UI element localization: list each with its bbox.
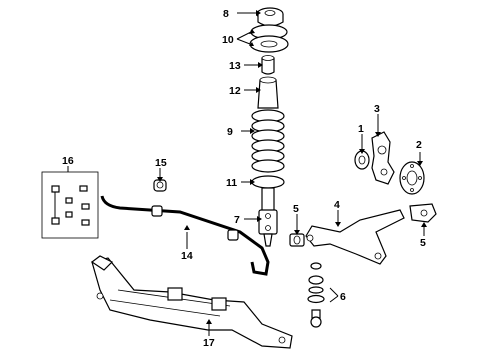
callout-5-right: 5 xyxy=(420,237,426,249)
callout-17: 17 xyxy=(203,337,215,349)
stabilizer-bar xyxy=(100,195,270,276)
callout-1: 1 xyxy=(358,123,364,135)
crossmember xyxy=(90,255,293,349)
stabilizer-link-kit xyxy=(41,171,99,239)
callout-13: 13 xyxy=(229,60,241,72)
callout-8: 8 xyxy=(223,8,229,20)
steering-knuckle xyxy=(371,131,395,185)
callout-3: 3 xyxy=(374,103,380,115)
upper-strut-mount xyxy=(256,7,284,27)
callout-15: 15 xyxy=(155,157,167,169)
callout-6: 6 xyxy=(340,291,346,303)
strut-body xyxy=(258,187,278,247)
callout-4: 4 xyxy=(334,199,340,211)
callout-7: 7 xyxy=(234,214,240,226)
callout-10: 10 xyxy=(222,34,234,46)
control-arm-bushing-rear xyxy=(409,203,437,223)
callout-14: 14 xyxy=(181,250,193,262)
ball-joint-kit xyxy=(307,262,325,328)
dust-boot xyxy=(257,76,279,109)
wheel-hub xyxy=(399,161,425,195)
control-arm-bushing-front xyxy=(289,233,305,247)
lower-spring-seat xyxy=(251,175,285,189)
jounce-bumper xyxy=(261,55,275,75)
coil-spring xyxy=(251,109,285,173)
callout-16: 16 xyxy=(62,155,74,167)
spring-seat-insulator xyxy=(249,24,289,53)
callout-labels: 1 2 3 4 5 5 6 7 8 9 10 11 12 13 14 15 16… xyxy=(62,8,426,349)
callout-2: 2 xyxy=(416,139,422,151)
callout-5-upper: 5 xyxy=(293,203,299,215)
callout-11: 11 xyxy=(226,177,237,189)
leader-arrowheads xyxy=(157,10,427,324)
callout-9: 9 xyxy=(227,126,233,138)
callout-12: 12 xyxy=(229,85,241,97)
lower-control-arm xyxy=(305,209,405,265)
